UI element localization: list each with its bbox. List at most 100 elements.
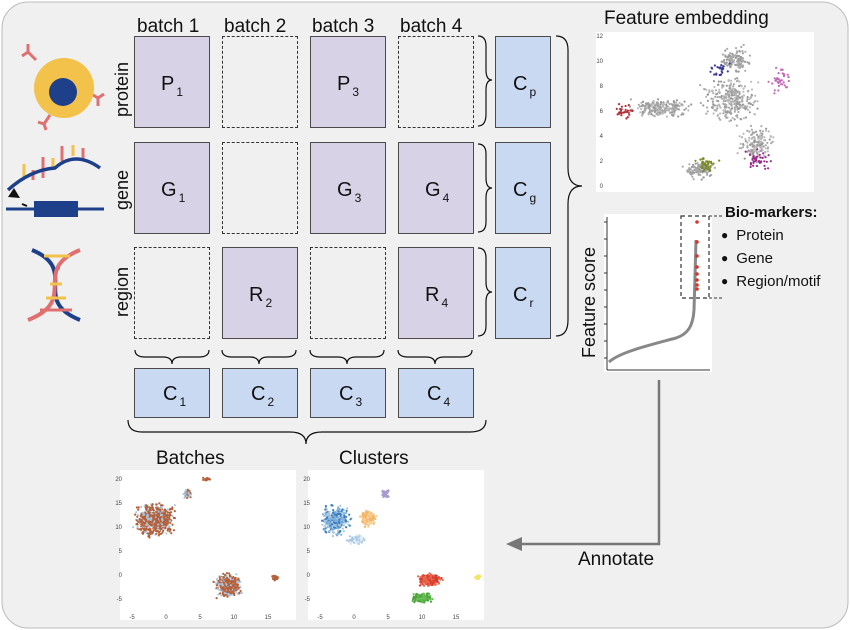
umap-point bbox=[228, 579, 231, 583]
umap-point bbox=[372, 522, 375, 525]
feature-point bbox=[644, 108, 647, 111]
column-header-batch-1: batch 1 bbox=[137, 16, 200, 37]
umap-point bbox=[364, 523, 367, 526]
feature-point bbox=[710, 164, 714, 167]
feature-point bbox=[711, 67, 714, 70]
feature-point bbox=[737, 110, 740, 114]
feature-point bbox=[730, 107, 734, 110]
feature-point bbox=[703, 88, 706, 91]
feature-point bbox=[657, 105, 660, 108]
cell-label: C bbox=[513, 284, 528, 306]
feature-point bbox=[726, 70, 729, 73]
umap-point bbox=[422, 595, 425, 598]
feature-point bbox=[728, 120, 731, 123]
feature-point bbox=[712, 162, 715, 165]
umap-point bbox=[478, 575, 481, 578]
umap-point bbox=[382, 495, 385, 498]
feature-point bbox=[660, 110, 663, 113]
feature-point bbox=[702, 157, 705, 160]
cell-label: C bbox=[513, 73, 528, 95]
feature-point bbox=[716, 107, 719, 110]
feature-point bbox=[724, 113, 727, 116]
cell-subscript: 4 bbox=[443, 395, 451, 409]
feature-point bbox=[738, 90, 741, 93]
feature-point bbox=[744, 107, 747, 110]
umap-point bbox=[348, 513, 351, 516]
feature-point bbox=[736, 77, 739, 80]
feature-point bbox=[626, 109, 629, 112]
feature-point bbox=[748, 130, 751, 133]
feature-point bbox=[629, 98, 633, 101]
feature-point bbox=[736, 116, 739, 119]
umap-point bbox=[353, 541, 356, 544]
feature-point bbox=[678, 105, 681, 108]
feature-point bbox=[746, 108, 750, 111]
feature-point bbox=[615, 107, 618, 110]
umap-point bbox=[346, 507, 349, 510]
feature-point bbox=[786, 73, 789, 76]
feature-embedding-y-tick: 6 bbox=[600, 109, 604, 115]
umap-point bbox=[132, 526, 135, 529]
umap-point bbox=[424, 576, 427, 579]
cell-subscript: 1 bbox=[176, 85, 184, 99]
umap-point bbox=[173, 510, 176, 513]
feature-point bbox=[756, 152, 759, 155]
umap-point bbox=[364, 516, 367, 519]
feature-point bbox=[742, 90, 745, 93]
top-feature-point bbox=[695, 278, 699, 282]
feature-point bbox=[732, 61, 735, 64]
feature-point bbox=[690, 103, 693, 106]
umap-point bbox=[381, 489, 384, 492]
feature-point bbox=[722, 112, 725, 115]
umap-point bbox=[334, 518, 337, 522]
umap-point bbox=[146, 506, 149, 509]
umap-point bbox=[222, 588, 225, 592]
feature-point bbox=[729, 52, 732, 55]
feature-point bbox=[742, 132, 745, 135]
feature-point bbox=[735, 124, 738, 127]
feature-point bbox=[738, 54, 741, 58]
feature-point bbox=[687, 105, 690, 108]
umap-point bbox=[336, 512, 340, 515]
umap-point bbox=[151, 506, 154, 509]
cell-protein-batch-4 bbox=[398, 36, 474, 128]
umap-point bbox=[149, 509, 152, 512]
feature-point bbox=[687, 170, 691, 173]
feature-point bbox=[761, 130, 765, 133]
umap-point bbox=[326, 513, 329, 516]
feature-point bbox=[725, 96, 728, 99]
umap-point bbox=[165, 532, 168, 535]
umap-point bbox=[155, 521, 158, 524]
umap-point bbox=[275, 577, 278, 580]
feature-point bbox=[756, 141, 760, 144]
umap-point bbox=[232, 576, 235, 579]
feature-point bbox=[697, 172, 700, 175]
feature-point bbox=[659, 106, 662, 109]
umap-point bbox=[173, 504, 176, 507]
feature-point bbox=[657, 113, 660, 116]
umap-point bbox=[418, 578, 422, 581]
cell-subscript: 3 bbox=[354, 191, 362, 205]
feature-point bbox=[713, 85, 716, 89]
feature-point bbox=[754, 94, 757, 97]
feature-point bbox=[740, 85, 743, 88]
feature-point bbox=[711, 89, 714, 92]
cell-label: P bbox=[161, 73, 175, 95]
umap-point bbox=[331, 528, 334, 531]
feature-point bbox=[694, 159, 697, 162]
feature-point bbox=[737, 61, 740, 64]
umap-point bbox=[228, 586, 231, 589]
feature-point bbox=[775, 77, 778, 80]
umap-point bbox=[135, 506, 138, 509]
umap-point bbox=[370, 517, 373, 520]
feature-point bbox=[758, 160, 761, 164]
feature-point bbox=[700, 166, 703, 169]
feature-point bbox=[767, 154, 770, 157]
feature-point bbox=[763, 164, 766, 167]
umap-point bbox=[343, 516, 346, 519]
umap-point bbox=[415, 595, 418, 599]
umap-point bbox=[224, 578, 227, 582]
umap-point bbox=[339, 530, 342, 533]
umap-point bbox=[220, 594, 223, 597]
